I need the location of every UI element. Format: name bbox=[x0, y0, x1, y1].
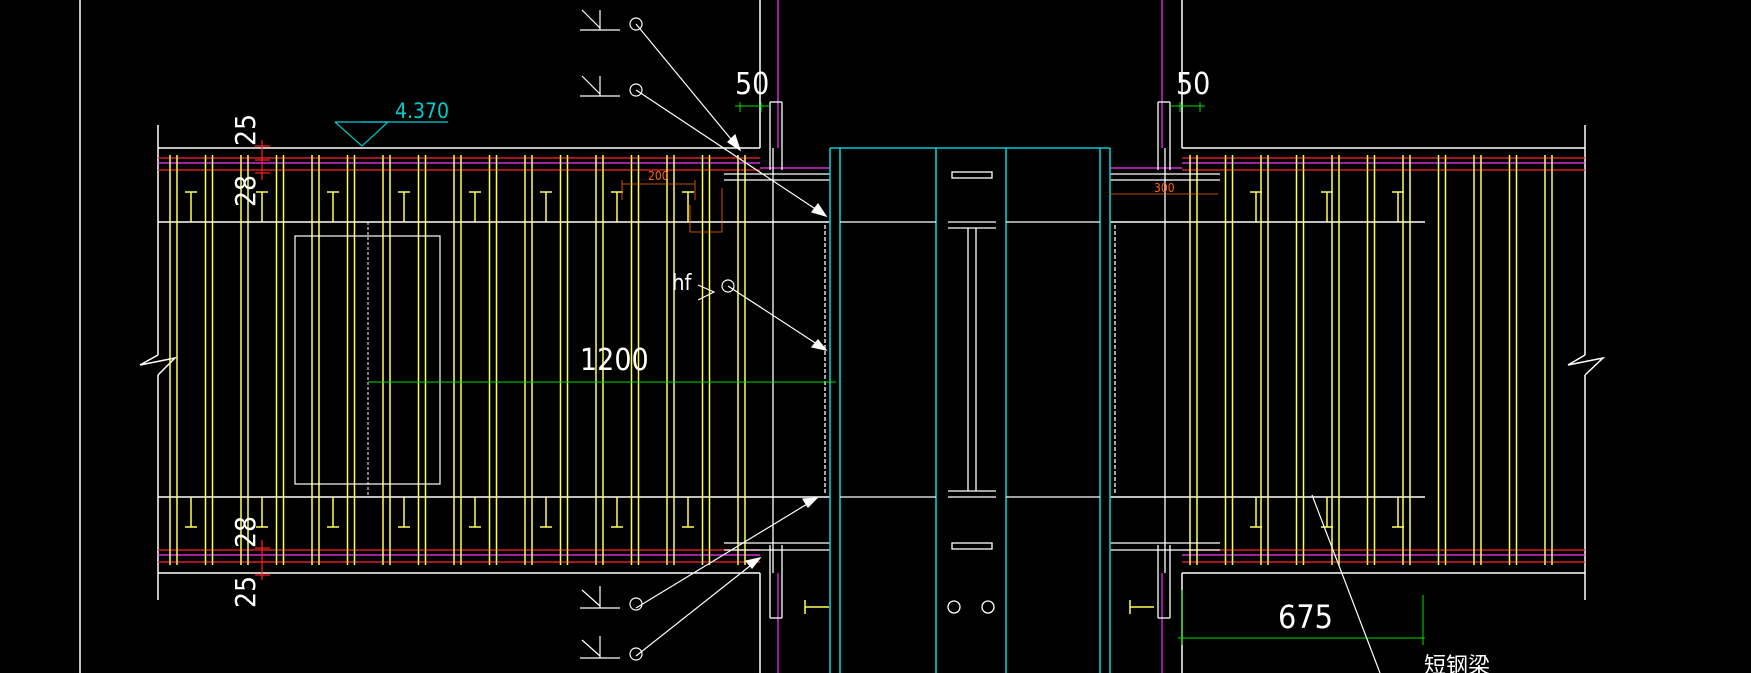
steel-i-section bbox=[840, 171, 1100, 614]
member-note: 短钢梁 bbox=[1424, 654, 1490, 673]
magenta-bars bbox=[158, 0, 1585, 673]
dim-50-left: 50 bbox=[735, 67, 769, 102]
stirrups-right bbox=[1189, 155, 1553, 565]
leaders bbox=[635, 23, 1381, 673]
stirrups-left bbox=[169, 155, 746, 565]
weld-symbols bbox=[580, 9, 735, 661]
spacing-dims bbox=[621, 180, 1218, 233]
red-longitudinal-bars bbox=[158, 140, 1585, 580]
elevation-marker bbox=[334, 121, 448, 147]
weld-hf-label: hf bbox=[672, 271, 693, 296]
dimension-lines bbox=[368, 102, 1425, 645]
dim-28-top: 28 bbox=[229, 175, 262, 207]
spacing-200: 200 bbox=[648, 169, 669, 183]
spacing-300: 300 bbox=[1154, 181, 1175, 195]
dim-25-bottom: 25 bbox=[229, 576, 262, 608]
dim-50-right: 50 bbox=[1176, 67, 1210, 102]
elevation-text: 4.370 bbox=[395, 99, 449, 123]
dim-28-bottom: 28 bbox=[229, 516, 262, 548]
shear-studs bbox=[185, 191, 1404, 614]
dim-25-top: 25 bbox=[229, 114, 262, 146]
span-1200: 1200 bbox=[580, 343, 649, 378]
dim-675: 675 bbox=[1278, 598, 1333, 636]
steel-column bbox=[829, 147, 1111, 673]
wall-lines bbox=[724, 101, 1220, 619]
